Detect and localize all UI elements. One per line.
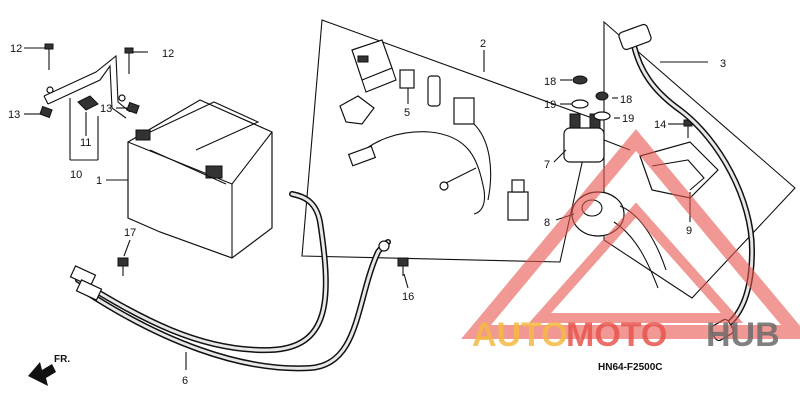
arrow-left-icon [28, 362, 56, 386]
nut-13-left [39, 105, 53, 119]
label-18-right: 18 [620, 94, 632, 106]
front-direction-indicator: FR. [28, 354, 70, 386]
bolt-16 [397, 257, 409, 276]
fuse-5 [399, 69, 415, 89]
washer-19-right [593, 111, 611, 121]
label-12-right: 12 [162, 48, 174, 60]
wire-harness [347, 97, 492, 215]
cable-terminal-left-b [75, 279, 103, 301]
label-17: 17 [124, 227, 136, 239]
label-3: 3 [720, 58, 726, 70]
group-box-3 [603, 20, 796, 299]
label-2: 2 [480, 38, 486, 50]
fuse-holder [427, 75, 441, 107]
battery-pad-11 [77, 95, 99, 111]
label-1: 1 [96, 175, 102, 187]
nut-13-right [126, 101, 140, 115]
watermark-moto: MOTO [566, 316, 667, 354]
fuse-box [351, 39, 397, 93]
label-16: 16 [402, 291, 414, 303]
group-box-2 [301, 19, 593, 263]
fuse-cover [339, 95, 375, 125]
bolt-17 [117, 257, 129, 276]
watermark-hub: HUB [706, 316, 780, 354]
starter-relay-7 [563, 113, 631, 163]
label-8: 8 [544, 217, 550, 229]
leader-lines [24, 47, 708, 370]
label-11: 11 [80, 137, 91, 149]
diagram-code: HN64-F2500C [598, 362, 662, 373]
watermark-auto: AUTO [472, 316, 568, 354]
label-18-left: 18 [544, 76, 556, 88]
label-19-right: 19 [622, 113, 634, 125]
direction-label: FR. [54, 354, 70, 365]
bolt-12-left [44, 43, 54, 70]
battery [127, 99, 273, 259]
label-6: 6 [182, 375, 188, 387]
label-13-right: 13 [100, 103, 112, 115]
washer-18-top [572, 75, 588, 85]
bolt-12-right [124, 47, 134, 74]
label-12-left: 12 [10, 43, 22, 55]
label-14: 14 [654, 119, 666, 131]
label-7: 7 [544, 159, 550, 171]
label-10: 10 [70, 169, 82, 181]
cable-ring-terminal [378, 240, 390, 252]
battery-cable-negative [75, 191, 329, 354]
relay-bracket-9 [639, 141, 719, 199]
harness-terminal [439, 181, 449, 191]
washer-18-right [595, 91, 609, 101]
label-9: 9 [686, 225, 692, 237]
fuse-cap [507, 179, 529, 221]
label-19-left: 19 [544, 99, 556, 111]
label-13-left: 13 [8, 109, 20, 121]
battery-bracket [43, 54, 131, 119]
label-5: 5 [404, 107, 410, 119]
washer-19-left [571, 99, 589, 109]
watermark-wordmark: AUTO MOTO HUB [472, 316, 780, 354]
watermark-triangle [461, 129, 800, 339]
